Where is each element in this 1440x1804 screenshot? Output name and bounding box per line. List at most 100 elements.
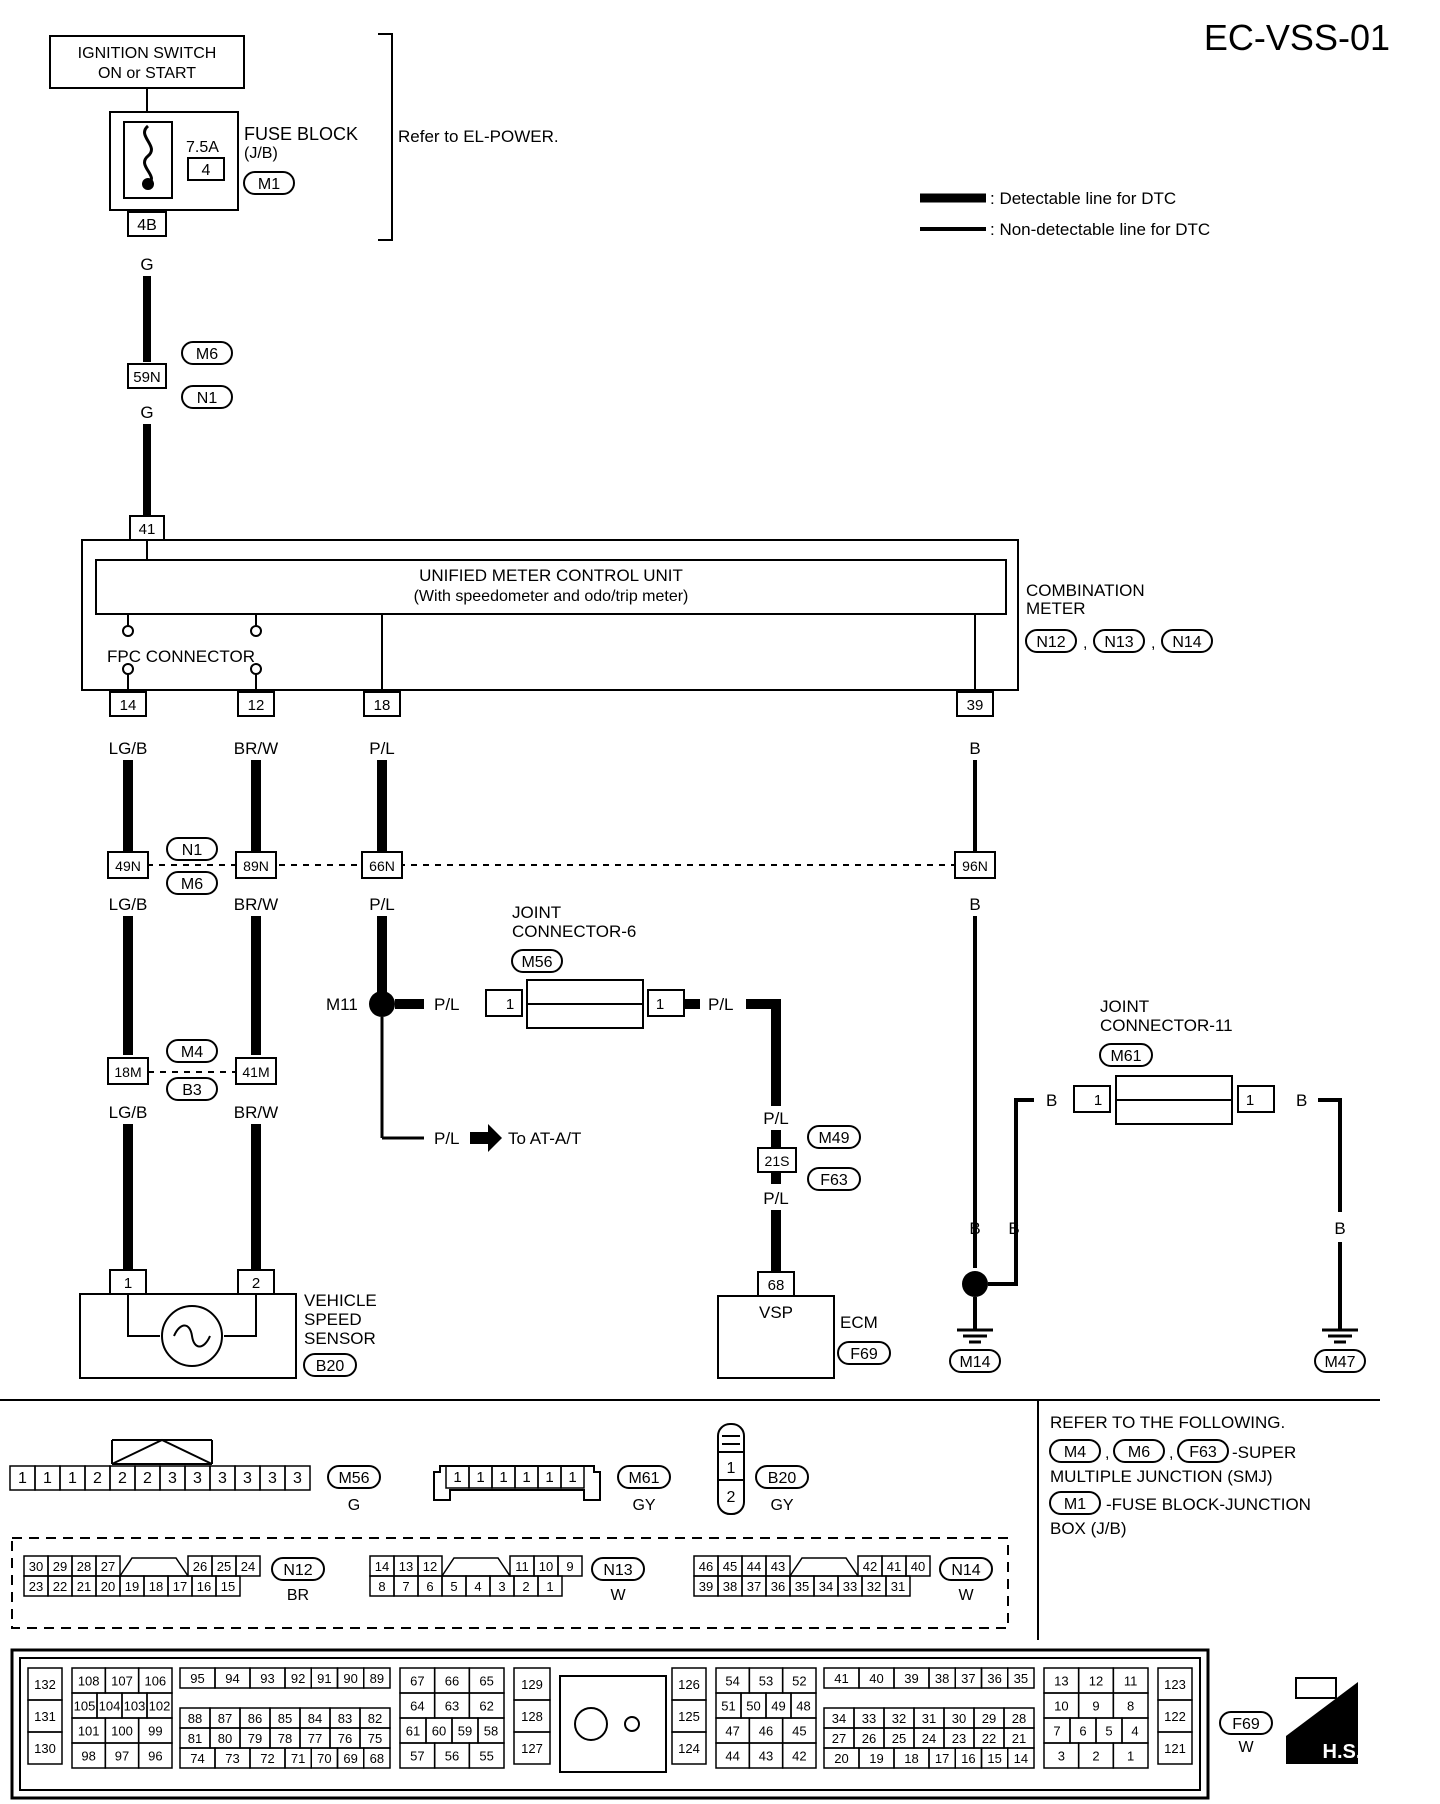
n14-pin: 39 <box>699 1579 713 1594</box>
svg-text:,: , <box>1105 1445 1109 1462</box>
wire-label-g-1: G <box>140 255 153 274</box>
fuse-icon <box>123 121 173 199</box>
wire-label-b-3: B <box>969 1219 980 1238</box>
f69-pin: 85 <box>278 1711 292 1726</box>
f69-pin: 92 <box>291 1671 305 1686</box>
f69-pin: 60 <box>432 1724 446 1739</box>
fuse-name1: FUSE BLOCK <box>244 124 358 144</box>
f69-pin: 90 <box>343 1671 357 1686</box>
f69-pin: 32 <box>892 1711 906 1726</box>
f69-pin: 53 <box>759 1674 773 1689</box>
m61-pin: 1 <box>453 1469 461 1486</box>
terminal-96n: 96N <box>962 858 988 874</box>
n13-pin: 1 <box>546 1579 553 1594</box>
wire-label-pl-1: P/L <box>369 739 395 758</box>
n12-pin: 18 <box>149 1579 163 1594</box>
f69-pin: 70 <box>317 1751 331 1766</box>
n13-pin: 14 <box>375 1559 389 1574</box>
f69-pin: 107 <box>111 1674 133 1689</box>
f69-pin: 72 <box>260 1751 274 1766</box>
combo-line2: METER <box>1026 599 1086 618</box>
connector-m6: M6 <box>196 346 218 363</box>
n14-pin: 44 <box>747 1559 761 1574</box>
f69-pin: 25 <box>892 1731 906 1746</box>
f69-pin: 58 <box>484 1724 498 1739</box>
n12-pin: 24 <box>241 1559 255 1574</box>
n13-pin: 4 <box>474 1579 481 1594</box>
f69-pin: 12 <box>1089 1674 1103 1689</box>
f69-connector-frame <box>10 1648 1210 1800</box>
splice-m11-label: M11 <box>326 995 358 1014</box>
n13-pin: 10 <box>539 1559 553 1574</box>
f69-pin: 79 <box>248 1731 262 1746</box>
f69-pin: 13 <box>1054 1674 1068 1689</box>
f69-pin: 21 <box>1012 1731 1026 1746</box>
connector-n13: N13 <box>1104 634 1133 651</box>
f69-pin: 45 <box>792 1724 806 1739</box>
terminal-12: 12 <box>248 697 265 714</box>
n14-pin: 38 <box>723 1579 737 1594</box>
m56-pin: 2 <box>143 1470 152 1487</box>
ecm-label: ECM <box>840 1313 878 1332</box>
terminal-vss-2: 2 <box>252 1275 260 1292</box>
umcu-line1: UNIFIED METER CONTROL UNIT <box>419 566 683 585</box>
wire-label-b-6: B <box>1296 1091 1307 1110</box>
n13-label: N13 <box>603 1562 632 1579</box>
f69-pin: 83 <box>338 1711 352 1726</box>
f69-pin: 108 <box>78 1674 100 1689</box>
f69-pin: 69 <box>343 1751 357 1766</box>
ground-m47: M47 <box>1324 1354 1355 1371</box>
m56-pin: 3 <box>168 1470 177 1487</box>
f69-pin: 41 <box>834 1671 848 1686</box>
n13-key <box>440 1557 512 1577</box>
f69-pin: 94 <box>225 1671 239 1686</box>
n12-pin: 27 <box>101 1559 115 1574</box>
refer-el-power: Refer to EL-POWER. <box>398 127 559 146</box>
b20-pin-2: 2 <box>727 1489 736 1506</box>
f69-pin: 81 <box>188 1731 202 1746</box>
n12-pin: 19 <box>125 1579 139 1594</box>
f69-pin: 87 <box>218 1711 232 1726</box>
wire-label-b-5: B <box>1046 1091 1057 1110</box>
f69-pin: 103 <box>124 1699 146 1714</box>
legend-non-detectable: : Non-detectable line for DTC <box>990 220 1210 239</box>
connector-f69-ecm: F69 <box>850 1346 878 1363</box>
f69-pin: 80 <box>218 1731 232 1746</box>
f69-pin: 54 <box>725 1674 739 1689</box>
vss-line1: VEHICLE <box>304 1291 377 1310</box>
f69-pin: 29 <box>982 1711 996 1726</box>
m61-pin: 1 <box>545 1469 553 1486</box>
combo-sep-1: , <box>1083 635 1087 652</box>
f69-pin: 44 <box>725 1749 739 1764</box>
n12-pin: 30 <box>29 1559 43 1574</box>
f69-pin: 122 <box>1164 1709 1186 1724</box>
terminal-41: 41 <box>139 521 156 538</box>
ignition-line1: IGNITION SWITCH <box>78 45 217 62</box>
f69-pin: 43 <box>759 1749 773 1764</box>
terminal-4b: 4B <box>137 217 157 234</box>
terminal-89n: 89N <box>243 858 269 874</box>
n14-pin: 45 <box>723 1559 737 1574</box>
f69-pin: 63 <box>445 1699 459 1714</box>
f69-pin: 15 <box>987 1751 1001 1766</box>
f69-pin: 126 <box>678 1677 700 1692</box>
wire-label-pl-4: P/L <box>434 1129 460 1148</box>
m56-pin: 2 <box>118 1470 127 1487</box>
f69-pin: 28 <box>1012 1711 1026 1726</box>
hs-text: H.S. <box>1323 1741 1362 1763</box>
n14-pin: 34 <box>819 1579 833 1594</box>
svg-text:,: , <box>1169 1445 1173 1462</box>
n13-pin: 6 <box>426 1579 433 1594</box>
f69-pin: 10 <box>1054 1699 1068 1714</box>
f69-pin: 51 <box>721 1699 735 1714</box>
n12-pin: 17 <box>173 1579 187 1594</box>
m56-pin: 3 <box>193 1470 202 1487</box>
n12-pin: 25 <box>217 1559 231 1574</box>
f69-pin: 75 <box>368 1731 382 1746</box>
wire-label-brw-2: BR/W <box>234 895 278 914</box>
umcu-box <box>95 559 1007 615</box>
fuse-rating: 7.5A <box>186 139 219 156</box>
